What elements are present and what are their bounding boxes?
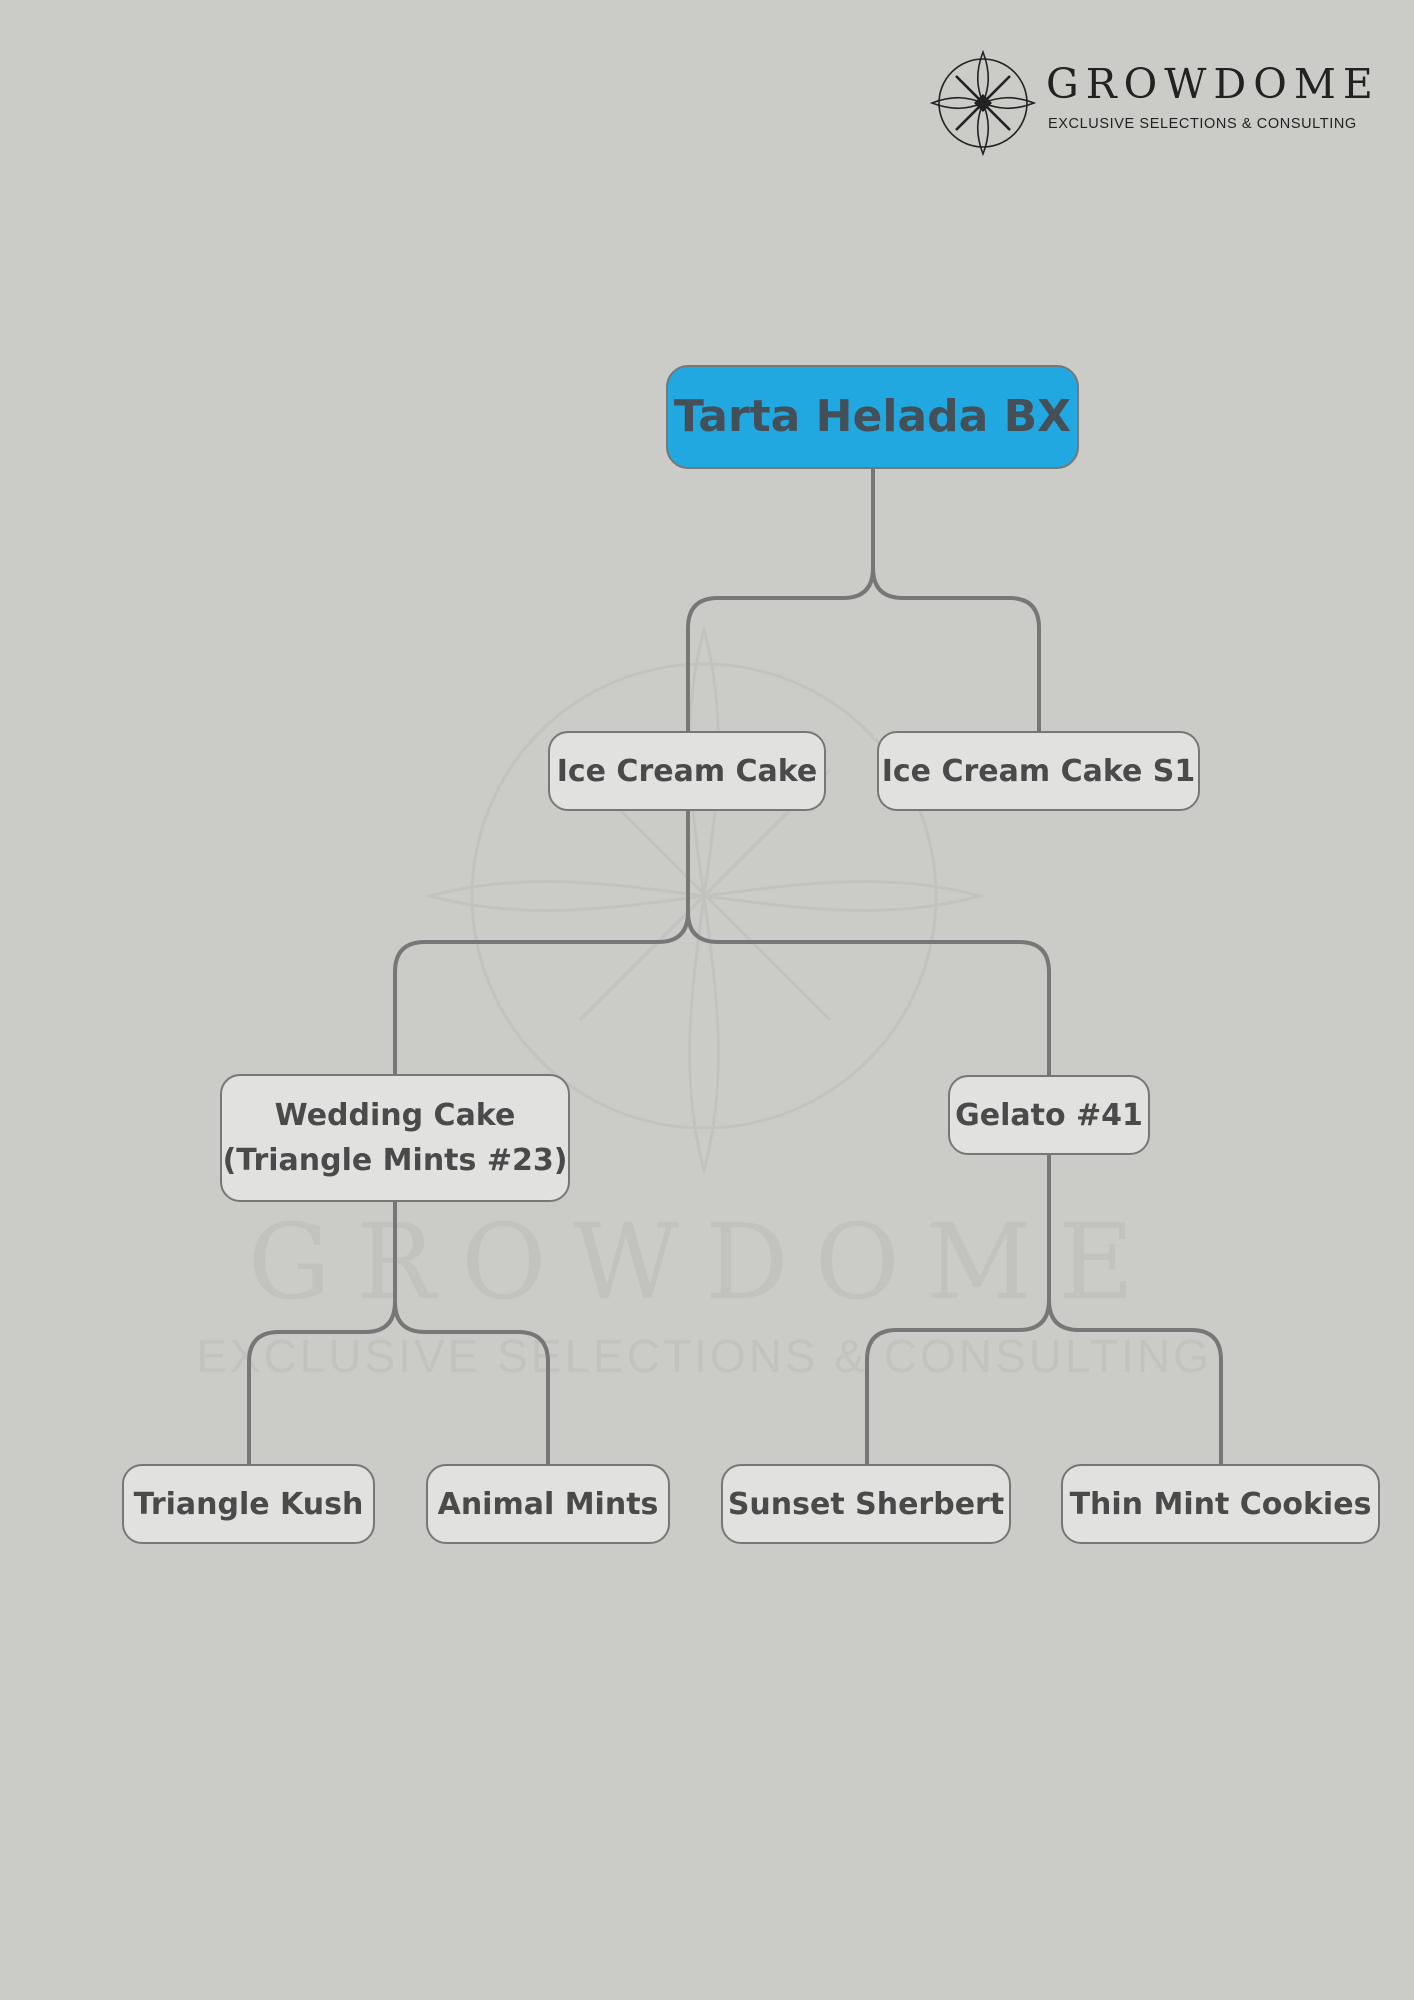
grandparent-node-wedding-cake: Wedding Cake (Triangle Mints #23): [220, 1074, 570, 1202]
node-label: Ice Cream Cake: [556, 753, 818, 789]
node-label-line-1: Wedding Cake: [274, 1098, 516, 1133]
node-label: Triangle Kush: [133, 1486, 364, 1522]
root-node-label: Tarta Helada BX: [673, 391, 1072, 442]
watermark-emblem-icon: [424, 624, 986, 1176]
node-label: Thin Mint Cookies: [1069, 1486, 1372, 1522]
watermark-tagline: EXCLUSIVE SELECTIONS & CONSULTING: [196, 1330, 1212, 1382]
brand-tagline: EXCLUSIVE SELECTIONS & CONSULTING: [1048, 116, 1357, 132]
parent-node-ice-cream-cake-s1: Ice Cream Cake S1: [877, 731, 1200, 811]
node-label: Gelato #41: [955, 1097, 1143, 1133]
leaf-node-sunset-sherbert: Sunset Sherbert: [721, 1464, 1011, 1544]
brand-name: GROWDOME: [1046, 60, 1380, 108]
node-label: Ice Cream Cake S1: [881, 753, 1196, 789]
node-label: Animal Mints: [437, 1486, 659, 1522]
node-label: Sunset Sherbert: [727, 1486, 1005, 1522]
node-label-line-2: (Triangle Mints #23): [222, 1143, 568, 1178]
brand-logo: GROWDOME EXCLUSIVE SELECTIONS & CONSULTI…: [928, 48, 1378, 158]
leaf-node-triangle-kush: Triangle Kush: [122, 1464, 375, 1544]
leaf-node-thin-mint-cookies: Thin Mint Cookies: [1061, 1464, 1380, 1544]
parent-node-ice-cream-cake: Ice Cream Cake: [548, 731, 826, 811]
root-node: Tarta Helada BX: [666, 365, 1079, 469]
growdome-emblem-icon: [929, 49, 1037, 157]
grandparent-node-gelato-41: Gelato #41: [948, 1075, 1150, 1155]
leaf-node-animal-mints: Animal Mints: [426, 1464, 670, 1544]
